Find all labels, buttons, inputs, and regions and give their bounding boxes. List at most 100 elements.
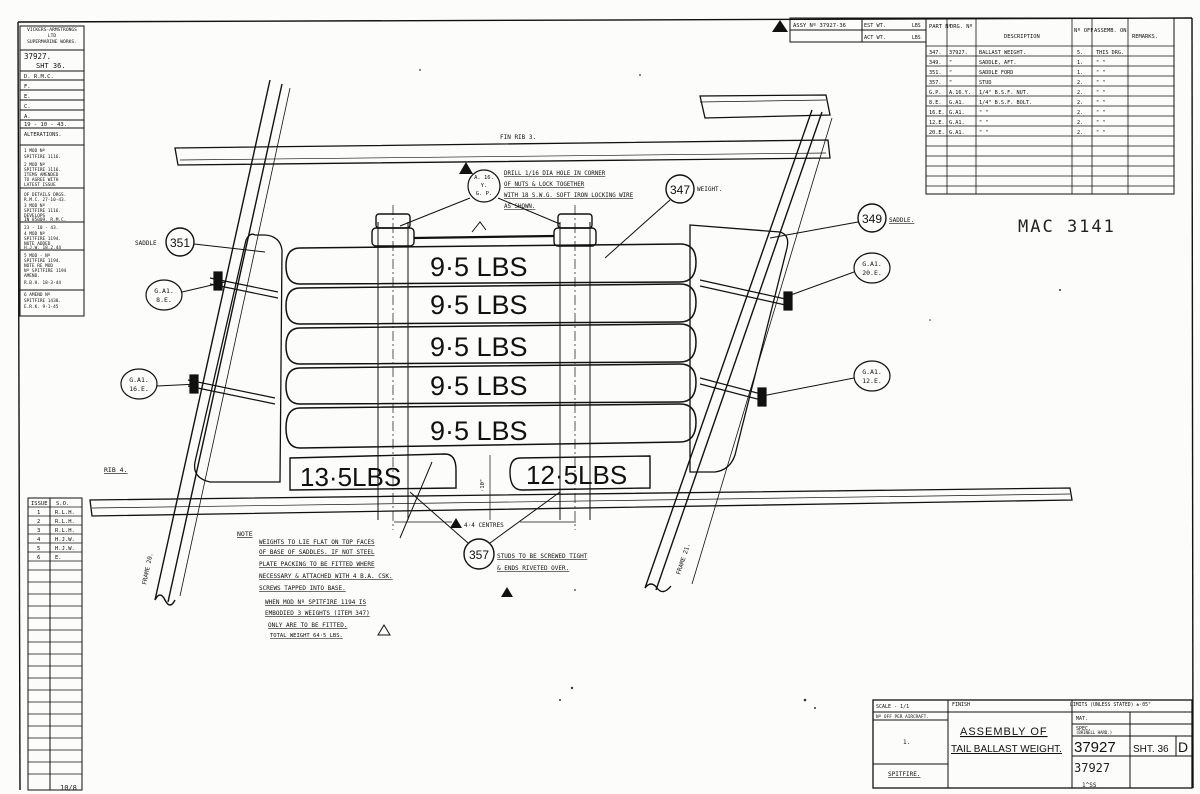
company-line-1: VICKERS-ARMSTRONGS xyxy=(27,27,77,33)
alt-note-2-l5: LATEST ISSUE xyxy=(24,182,56,188)
frame-20 xyxy=(154,79,291,606)
callout-347-circle xyxy=(665,174,695,204)
parts-cell-drg-no: G.A1. xyxy=(949,130,965,136)
parts-cell-no-off: 2. xyxy=(1077,90,1083,96)
handwritten-drawing-no: 37927 xyxy=(1074,761,1110,775)
parts-cell-description: 1/4" B.S.F. NUT. xyxy=(979,90,1029,96)
issue-4-so: H.J.W. xyxy=(55,537,75,543)
assembly-drawing: FIN RIB 3. RIB 4. FRAME 20. FRAME 21. xyxy=(89,79,1073,606)
alt-note-4-l1: 4 MOD Nº xyxy=(24,231,46,237)
parts-cell-no-off: 2. xyxy=(1077,110,1083,116)
bottom-left-weight-label: 13·5LBS xyxy=(300,462,401,492)
dim-10-label: ·10" xyxy=(480,479,486,492)
callout-349: 349 xyxy=(862,212,882,226)
parts-cell-description: " " xyxy=(979,110,988,116)
act-wt-label: ACT WT. xyxy=(864,35,886,41)
alt-note-4-l3: NOTE ADDED xyxy=(24,241,51,247)
mac-reference: MAC 3141 xyxy=(1018,217,1116,237)
alt-note-5-l5: AMEND. xyxy=(24,273,40,279)
ga-8e-line1: G.A1. xyxy=(154,287,174,295)
ga-20e-bubble xyxy=(853,252,891,284)
parts-cell-part-no: 8.E. xyxy=(929,100,942,106)
alt-note-3-l4: IN 85009. R.M.C. xyxy=(24,217,66,223)
brinell-label: (BRINELL HARD.) xyxy=(1076,730,1112,735)
note-heading: NOTE xyxy=(237,530,253,538)
limits-label: LIMITS (UNLESS STATED) ±·05" xyxy=(1070,702,1151,708)
alt-note-2-l3: ITEMS AMENDED xyxy=(24,172,59,178)
ga-12e-bubble xyxy=(853,360,891,392)
corner-mark: 10/8 xyxy=(60,784,77,792)
leader-349 xyxy=(769,221,859,239)
warning-triangle-icon xyxy=(501,587,513,597)
alt-note-2-l1: 2 MOD Nº xyxy=(24,162,46,168)
mod-line-4: TOTAL WEIGHT 64·5 LBS. xyxy=(270,633,343,639)
ga-8e-bubble xyxy=(145,279,183,311)
hdr-part-no: PART Nº xyxy=(929,23,952,30)
leader-20e xyxy=(787,271,855,297)
callout-351-circle xyxy=(165,227,195,257)
issue-1-so: R.L.H. xyxy=(55,510,75,516)
alt-note-5-l4: Nº SPITFIRE 1194 xyxy=(24,268,67,274)
parts-cell-assem-on: THIS DRG. xyxy=(1096,50,1124,56)
frame-21-label: FRAME 21. xyxy=(675,543,692,576)
weight-label-4: 9·5 LBS xyxy=(430,371,528,401)
note-line-4: NECESSARY & ATTACHED WITH 4 B.A. CSK. xyxy=(259,573,393,580)
parts-cell-drg-no: 37927. xyxy=(949,50,968,56)
issue-2-so: R.L.H. xyxy=(55,519,75,525)
parts-cell-part-no: G.P. xyxy=(929,90,942,96)
left-row-a: A. xyxy=(24,114,31,120)
ga-8e-line2: 8.E. xyxy=(156,296,172,304)
mod-line-2: EMBODIED 3 WEIGHTS (ITEM 347) xyxy=(265,610,370,617)
alt-note-5-l1: 5 MOD - Nº xyxy=(24,253,51,259)
mat-label: MAT. xyxy=(1076,716,1088,722)
fin-rib-3 xyxy=(174,94,831,166)
company-line-3: SUPERMARINE WORKS. xyxy=(27,39,77,45)
nut-ref-line2: Y. xyxy=(481,183,488,189)
alt-note-2-l7: R.M.C. 27-10-43. xyxy=(24,197,66,203)
parts-cell-part-no: 349. xyxy=(929,60,942,66)
parts-cell-part-no: 357. xyxy=(929,80,942,86)
title-drawing-no: 37927 xyxy=(1074,739,1116,756)
left-row-f: F. xyxy=(24,84,31,90)
parts-cell-description: SADDLE, AFT. xyxy=(979,60,1016,66)
left-sheet-number: SHT 36. xyxy=(36,62,66,70)
parts-cell-description: SADDLE FORD xyxy=(979,70,1013,76)
issue-block: ISSUE S.O. 1 R.L.H. 2 R.L.H. 3 R.L.H. 4 … xyxy=(27,497,83,791)
alt-note-5-l2: SPITFIRE 1194. xyxy=(24,258,61,264)
hdr-remarks: REMARKS. xyxy=(1132,34,1158,40)
left-drawing-number: 37927. xyxy=(24,52,51,61)
parts-cell-part-no: 351. xyxy=(929,70,942,76)
handwritten-note: 1^SS xyxy=(1082,782,1097,789)
finish-label: FINISH xyxy=(952,702,970,708)
bottom-right-weight-label: 12·5LBS xyxy=(526,460,627,490)
alt-note-2-l6: OF DETAILS DRGS. xyxy=(24,192,66,198)
parts-cell-assem-on: " " xyxy=(1096,60,1105,66)
issue-3-so: R.L.H. xyxy=(55,528,75,534)
weight-label: WEIGHT. xyxy=(697,186,722,193)
hdr-no-off: Nº OFF xyxy=(1074,27,1093,34)
studs xyxy=(377,205,591,530)
hdr-assem-on: ASSEMB. ON xyxy=(1094,28,1126,34)
parts-cell-no-off: 2. xyxy=(1077,130,1083,136)
studs-note-1: STUDS TO BE SCREWED TIGHT xyxy=(497,553,588,560)
callout-349-circle xyxy=(857,203,887,233)
ga-16e-line2: 16.E. xyxy=(129,385,149,393)
drill-note-1: DRILL 1/16 DIA HOLE IN CORNER xyxy=(504,171,606,177)
parts-cell-assem-on: " " xyxy=(1096,70,1105,76)
parts-cell-description: " " xyxy=(979,120,988,126)
no-off-value: 1. xyxy=(903,739,910,746)
parts-cell-no-off: 2. xyxy=(1077,80,1083,86)
fin-rib-label: FIN RIB 3. xyxy=(500,134,536,141)
parts-cell-description: BALLAST WEIGHT. xyxy=(979,50,1026,56)
left-date: 19 - 10 - 43. xyxy=(24,122,67,128)
act-lbs-label: LBS xyxy=(912,35,921,41)
warning-triangle-icon xyxy=(450,518,462,528)
no-off-label: Nº OFF PER AIRCRAFT. xyxy=(876,714,929,720)
issue-1: 1 xyxy=(37,510,40,516)
scale-label: SCALE - 1/1 xyxy=(876,704,909,710)
left-row-e: E. xyxy=(24,94,31,100)
callout-347: 347 xyxy=(670,183,690,197)
saddle-forward-351 xyxy=(193,233,283,483)
sheet-border xyxy=(17,17,1194,791)
